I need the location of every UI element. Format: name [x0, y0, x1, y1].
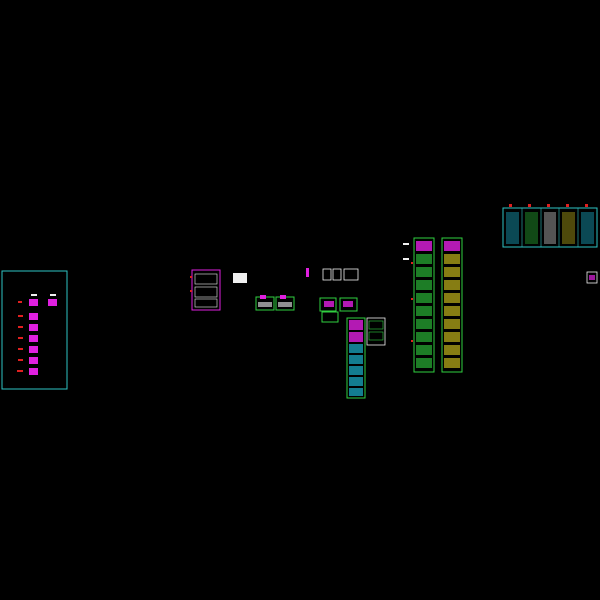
plan-strip-a[interactable] — [346, 317, 366, 399]
plan-strip-a-side[interactable] — [366, 317, 386, 346]
sheet-section-a[interactable] — [190, 269, 221, 311]
plan-strip-b[interactable] — [411, 237, 435, 373]
sheet-plan-pair[interactable] — [255, 295, 295, 311]
tiny-marker — [306, 268, 309, 277]
note-box[interactable] — [233, 273, 247, 283]
label-marker-top — [403, 243, 409, 245]
plan-strip-c[interactable] — [441, 237, 463, 373]
detail-grid[interactable] — [502, 204, 598, 248]
label-marker-bottom — [403, 258, 409, 260]
sheet-plan-mid[interactable] — [319, 297, 358, 323]
legend-panel[interactable] — [1, 270, 68, 390]
legend-symbols — [17, 313, 38, 375]
sheet-small-right[interactable] — [586, 271, 598, 284]
sheet-elevations[interactable] — [322, 268, 359, 281]
